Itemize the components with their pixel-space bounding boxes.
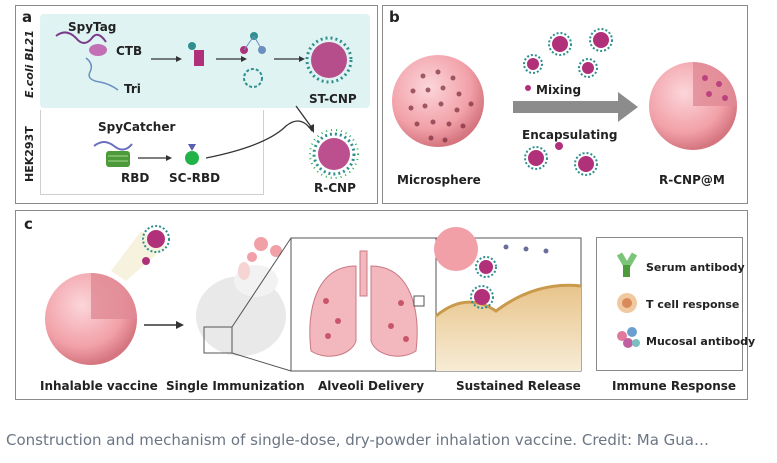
legend-mucosal-antibody: Mucosal antibody [646,335,756,348]
panel-a-label: a [22,8,33,26]
panel-b-label: b [389,8,400,26]
right-lung-icon [370,265,418,357]
step-immune-response: Immune Response [612,379,737,393]
panel-a-illustration [55,31,359,179]
left-lung-icon [309,265,357,357]
tri-label: Tri [124,82,141,96]
panel-a: a E.coli BL21 HEK293T SpyTag CTB Tri ST-… [15,5,378,204]
cnp-particles-icon [525,32,609,172]
step-sustained-release: Sustained Release [456,379,581,393]
st-cnp-label: ST-CNP [309,92,357,106]
process-arrow-icon [513,101,618,113]
ctb-label: CTB [116,44,143,58]
r-cnp-label: R-CNP [314,181,356,195]
ctb-protein-icon [89,44,107,56]
hek-zone [40,110,264,195]
step-single-immunization: Single Immunization [166,379,305,393]
t-cell-icon [617,293,637,313]
panel-c-illustration [45,225,640,372]
trimer-icon [240,32,266,54]
tri-ribbon-icon [85,57,119,91]
rbd-label: RBD [121,171,150,185]
encapsulating-label: Encapsulating [522,128,618,142]
st-cnp-particle-icon [305,36,353,84]
step-inhalable-vaccine: Inhalable vaccine [40,379,158,393]
r-cnp-particle-icon [309,129,359,179]
released-particles-icon [470,244,549,309]
microsphere-icon [392,55,484,147]
spycatcher-label: SpyCatcher [98,120,176,134]
sc-rbd-label: SC-RBD [169,171,221,185]
legend-serum-antibody: Serum antibody [646,261,745,274]
serum-antibody-icon [616,252,638,277]
panel-b-illustration [392,28,737,176]
legend-t-cell-response: T cell response [646,298,740,311]
step-alveoli-delivery: Alveoli Delivery [318,379,425,393]
figure-caption: Construction and mechanism of single-dos… [6,431,710,449]
spytag-ribbon-icon [55,31,107,44]
sc-rbd-dot-icon [185,151,199,165]
monomer-icon [194,50,204,66]
mixing-label: Mixing [536,83,582,97]
microsphere-label: Microsphere [397,173,481,187]
small-cage-icon [243,68,263,88]
rbd-protein-icon [106,151,130,167]
product-label: R-CNP@M [659,173,725,187]
spycatcher-ribbon-icon [93,141,133,151]
spytag-label: SpyTag [68,20,117,34]
mucosal-antibody-icon [617,327,640,348]
panel-b: b Microsphere Mixing Encapsulating R-CNP… [382,5,748,204]
panel-c-label: c [24,215,33,233]
panel-c: c Inhalable vaccine Single Immunization … [15,210,755,400]
